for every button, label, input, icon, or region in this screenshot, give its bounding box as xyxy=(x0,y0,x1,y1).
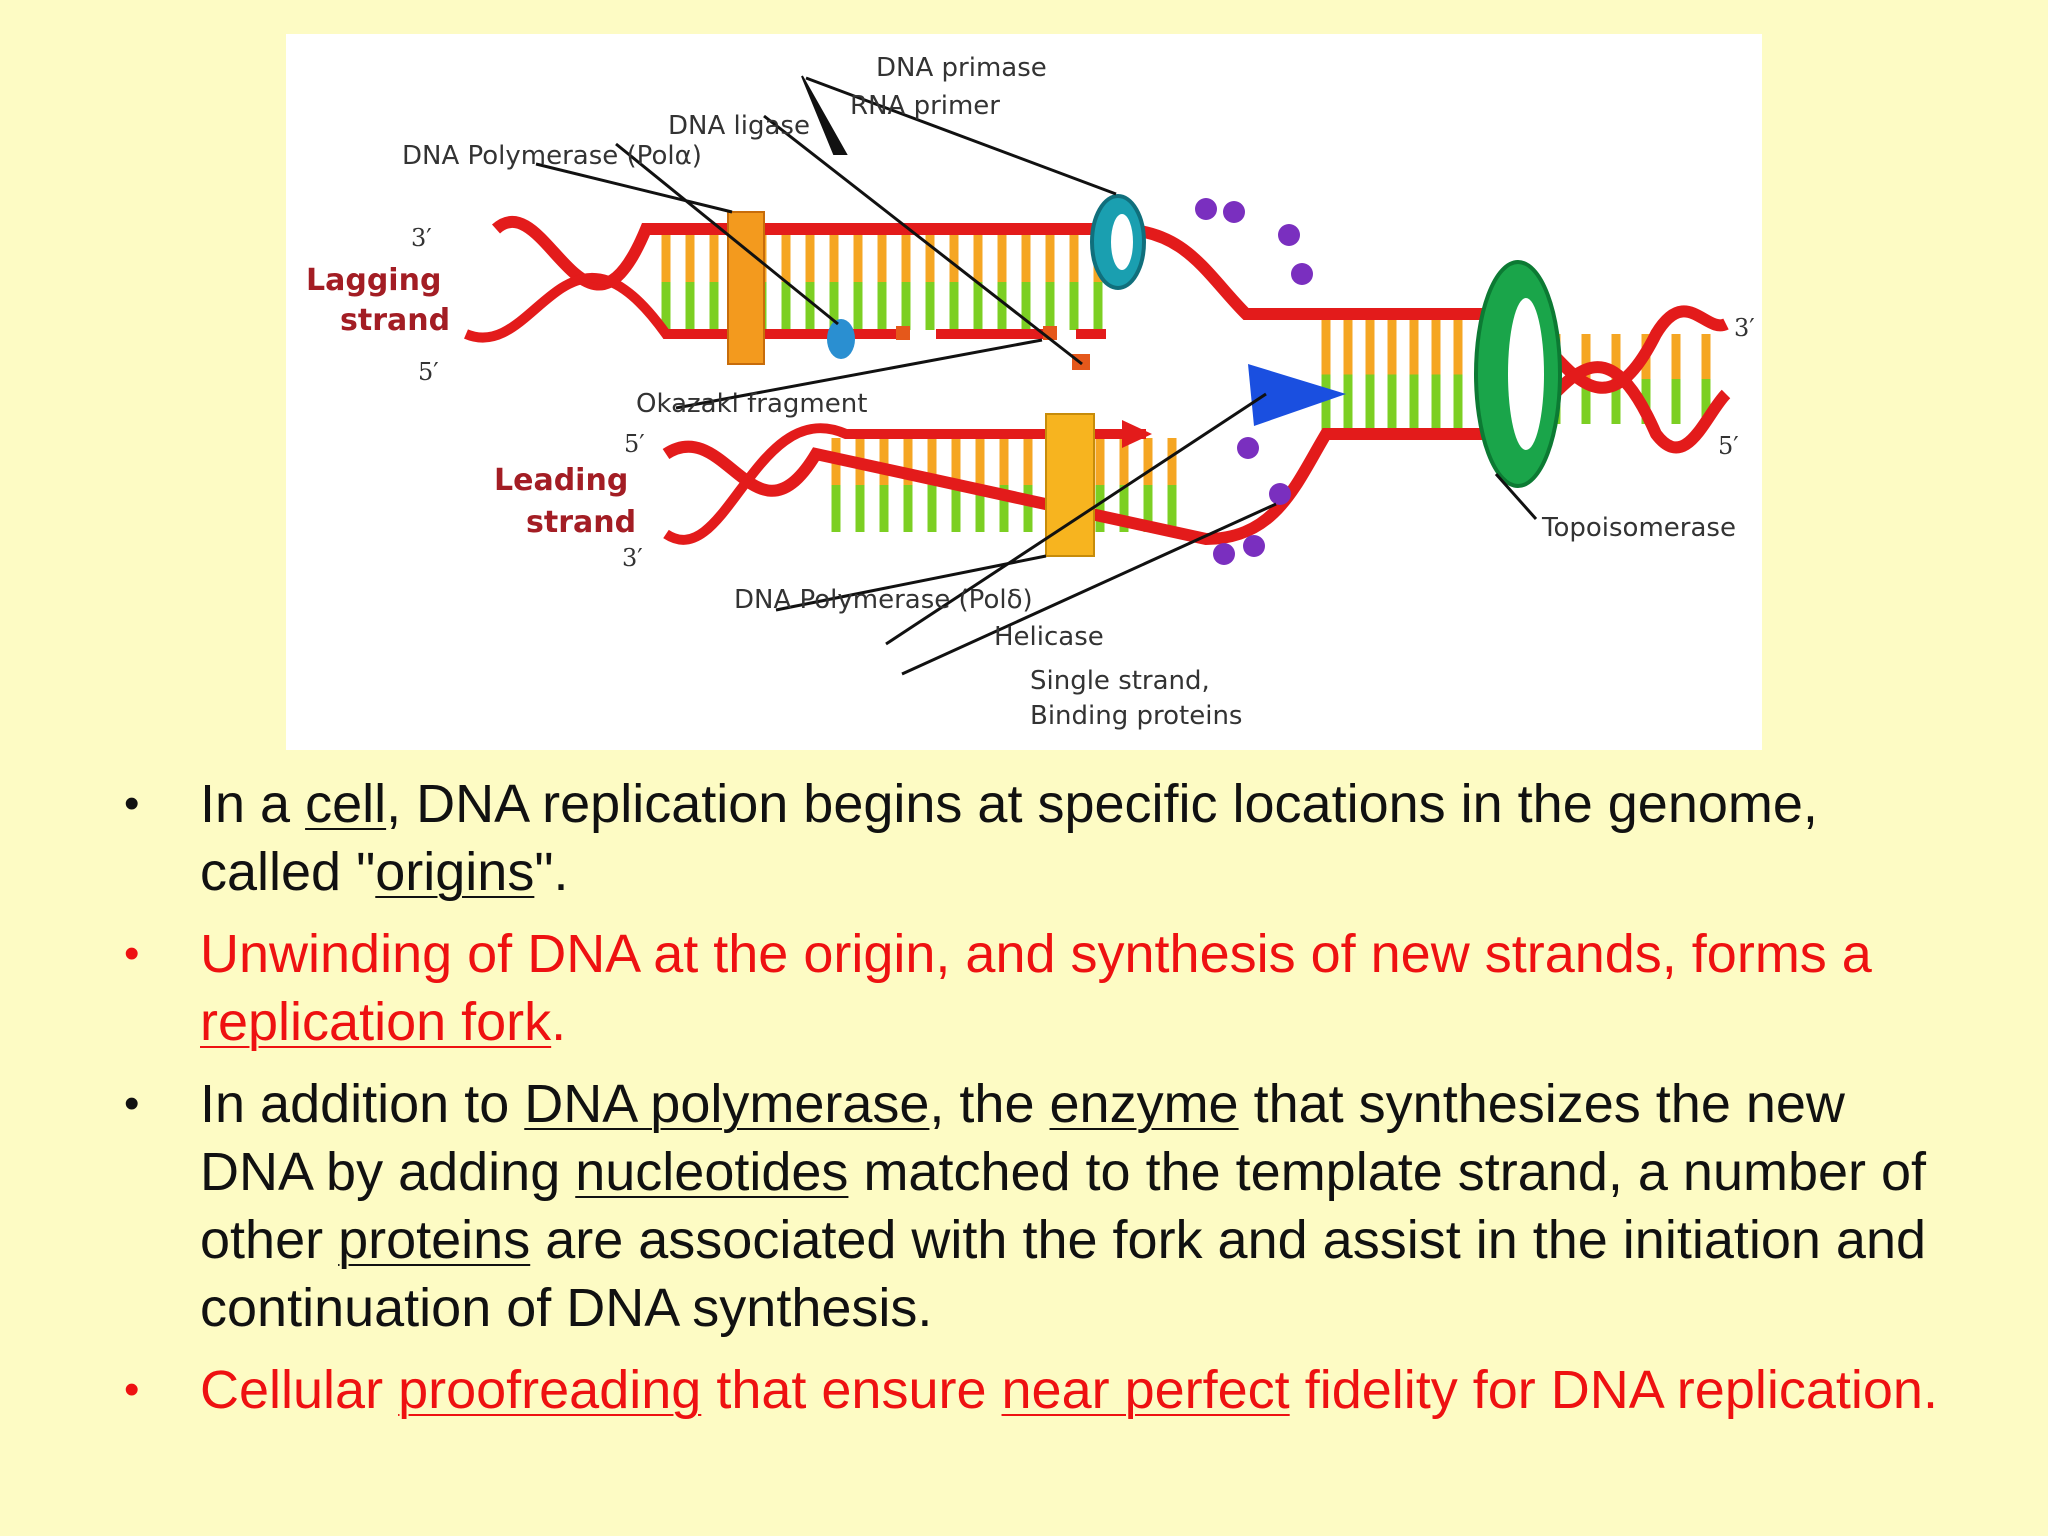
label-dna-primase: DNA primase xyxy=(876,53,1047,83)
bullet-text: that synthesizes the new DNA by adding xyxy=(200,1074,1845,1202)
bullet-item: • In addition to DNA polymerase, the enzy… xyxy=(110,1070,1970,1342)
pointer-primase xyxy=(801,75,848,155)
label-ssb-2: Binding proteins xyxy=(1030,701,1242,731)
label-lagging-strand-1: Lagging xyxy=(306,263,441,298)
helicase-wedge xyxy=(1248,364,1346,426)
label-lagging-strand-2: strand xyxy=(340,303,450,338)
pointer-lines xyxy=(535,75,1538,676)
label-leading-3prime: 3′ xyxy=(622,544,643,572)
label-ssb-1: Single strand, xyxy=(1030,666,1210,696)
dna-polymerase-alpha-block xyxy=(727,211,765,365)
bullet-item: • In a cell, DNA replication begins at sp… xyxy=(110,770,1970,906)
label-leading-strand-2: strand xyxy=(526,505,636,540)
underlined-term: nucleotides xyxy=(575,1142,849,1202)
label-right-3prime: 3′ xyxy=(1734,314,1755,342)
bullet-text: Unwinding of DNA at the origin, and synt… xyxy=(200,924,1872,984)
bullet-text: , DNA replication begins at specific loc… xyxy=(200,774,1818,902)
bullet-list: • In a cell, DNA replication begins at sp… xyxy=(110,770,1970,1438)
ssb-protein xyxy=(1278,224,1300,246)
primer-1 xyxy=(896,326,910,340)
underlined-term: enzyme xyxy=(1049,1074,1239,1134)
ssb-protein xyxy=(1223,201,1245,223)
underlined-term: near perfect xyxy=(1001,1360,1290,1420)
pointer-ligase xyxy=(615,142,839,326)
bullet-item: • Cellular proofreading that ensure near … xyxy=(110,1356,1970,1424)
bullet-text: Cellular xyxy=(200,1360,399,1420)
lagging-new-backbone xyxy=(464,273,826,343)
bullet-text: are associated with the fork and assist … xyxy=(200,1210,1927,1338)
pointer-primase-line xyxy=(805,76,1117,196)
label-rna-primer: RNA primer xyxy=(850,91,1000,121)
topoisomerase-hole xyxy=(1508,298,1544,450)
bullet-marker: • xyxy=(124,1365,140,1414)
pointer-okazaki xyxy=(675,338,1043,410)
bullet-text: In a xyxy=(200,774,306,834)
bullet-text: that ensure xyxy=(701,1360,1002,1420)
pointer-topoisomerase xyxy=(1494,473,1538,520)
ssb-protein xyxy=(1243,535,1265,557)
underlined-term: cell xyxy=(305,774,387,834)
pointer-pol-delta xyxy=(775,554,1047,612)
pointer-pol-alpha xyxy=(535,162,733,214)
label-dna-ligase: DNA ligase xyxy=(668,111,810,141)
label-leading-strand-1: Leading xyxy=(494,463,628,498)
underlined-term: proofreading xyxy=(398,1360,702,1420)
diagram-svg: DNA primase RNA primer DNA ligase DNA Po… xyxy=(306,53,1755,731)
label-lagging-5prime: 5′ xyxy=(418,358,439,386)
underlined-term: origins xyxy=(375,842,535,902)
bullet-item: • Unwinding of DNA at the origin, and sy… xyxy=(110,920,1970,1056)
ssb-protein xyxy=(1269,483,1291,505)
leading-direction-arrow xyxy=(1122,420,1152,448)
label-lagging-3prime: 3′ xyxy=(411,224,432,252)
underlined-term: proteins xyxy=(338,1210,531,1270)
label-okazaki-fragment: Okazaki fragment xyxy=(636,389,867,419)
label-pol-delta: DNA Polymerase (Polδ) xyxy=(734,585,1033,615)
ssb-protein xyxy=(1291,263,1313,285)
bullet-text: matched to the template strand, a number… xyxy=(200,1142,1927,1270)
label-right-5prime: 5′ xyxy=(1718,432,1739,460)
bullet-text: ". xyxy=(534,842,569,902)
dna-ligase-shape xyxy=(827,319,855,359)
bullet-text: fidelity for DNA replication. xyxy=(1289,1360,1938,1420)
underlined-term: replication fork xyxy=(200,992,552,1052)
bullet-text: In addition to xyxy=(200,1074,525,1134)
pointer-rna-primer xyxy=(763,114,1083,366)
single-strand-binding-proteins xyxy=(1195,198,1313,565)
underlined-term: DNA polymerase xyxy=(524,1074,930,1134)
ssb-protein xyxy=(1195,198,1217,220)
label-helicase: Helicase xyxy=(994,622,1104,652)
label-pol-alpha: DNA Polymerase (Polα) xyxy=(402,141,702,171)
bullet-text: . xyxy=(551,992,567,1052)
pointer-ssb xyxy=(901,502,1277,676)
leading-new-backbone xyxy=(663,423,1146,545)
label-topoisomerase: Topoisomerase xyxy=(1541,513,1736,543)
bullet-text: , the xyxy=(929,1074,1050,1134)
dna-replication-diagram: DNA primase RNA primer DNA ligase DNA Po… xyxy=(286,34,1762,750)
ssb-protein xyxy=(1237,437,1259,459)
bullet-marker: • xyxy=(124,779,140,828)
bullet-marker: • xyxy=(124,929,140,978)
pointer-helicase xyxy=(885,392,1267,646)
lagging-template-backbone xyxy=(491,216,1486,320)
bullet-marker: • xyxy=(124,1079,140,1128)
label-leading-5prime: 5′ xyxy=(624,430,645,458)
leading-template-backbone xyxy=(662,428,1486,546)
ssb-protein xyxy=(1213,543,1235,565)
dna-primase-hole xyxy=(1111,214,1133,270)
